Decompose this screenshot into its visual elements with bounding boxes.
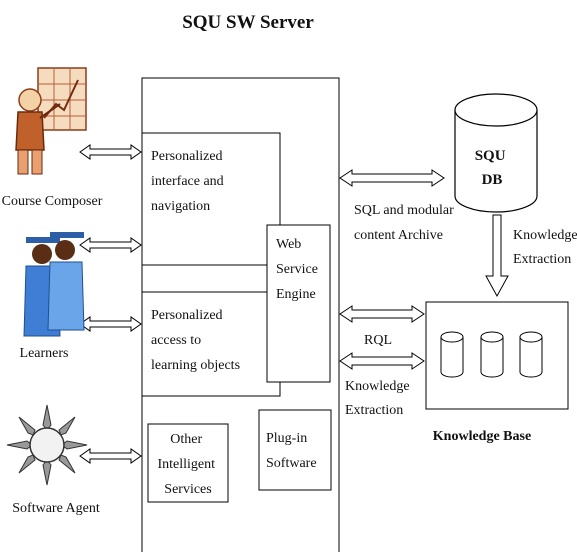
rql-label: RQL — [364, 333, 392, 348]
personalized-interface-line-1: Personalized — [151, 149, 223, 164]
other-services-line-1: Other — [170, 432, 202, 447]
knowledge-base-label: Knowledge Base — [433, 429, 531, 444]
learners-label: Learners — [20, 346, 69, 361]
web-service-line-1: Web — [276, 237, 301, 252]
svg-text:Web Service Engine: Web Service Engine — [276, 237, 321, 302]
arrow-course-composer — [79, 144, 142, 160]
course-composer-label: Course Composer — [2, 194, 103, 209]
svg-text:Other Intelligent: Other Intelligent Services — [157, 432, 218, 497]
arrow-software-agent — [79, 448, 142, 464]
personalized-access-line-3: learning objects — [151, 358, 240, 373]
other-services-line-3: Services — [164, 482, 211, 497]
personalized-interface-line-3: navigation — [151, 199, 210, 214]
kb-cylinder-icon — [519, 331, 543, 378]
plugin-line-2: Software — [266, 456, 317, 471]
plugin-software-box: Plug-in Software — [258, 409, 332, 491]
arrow-server-kb-bottom — [339, 352, 425, 370]
knowledge-base-box — [425, 301, 569, 410]
svg-text:SQU DB: SQU DB — [475, 148, 510, 188]
arrow-db-to-kb — [485, 214, 509, 298]
squ-db-cylinder: SQU DB — [454, 93, 538, 213]
personalized-interface-box: Personalized interface and navigation — [141, 132, 281, 266]
learners-icon — [23, 232, 85, 337]
other-services-line-2: Intelligent — [157, 457, 215, 472]
course-composer-icon — [15, 67, 87, 175]
personalized-interface-line-2: interface and — [151, 174, 224, 189]
svg-text:Plug-in Software: Plug-in Software — [266, 431, 317, 471]
arrow-server-kb-top — [339, 305, 425, 323]
diagram-title: SQU SW Server — [182, 12, 314, 33]
arrow-server-db — [339, 169, 445, 187]
web-service-engine-box: Web Service Engine — [266, 224, 331, 383]
kb-cylinder-icon — [440, 331, 464, 378]
software-agent-label: Software Agent — [12, 501, 100, 516]
kb-cylinder-icon — [480, 331, 504, 378]
db-name-line-2: DB — [482, 172, 503, 188]
svg-text:Personalized access to: Personalized access to learning objects — [151, 308, 240, 373]
arrow-learners-bottom — [79, 316, 142, 332]
personalized-access-box: Personalized access to learning objects — [141, 291, 281, 397]
software-agent-icon — [6, 404, 88, 486]
knowledge-extraction-left-label: Knowledge Extraction — [345, 379, 413, 418]
plugin-line-1: Plug-in — [266, 431, 307, 446]
other-services-box: Other Intelligent Services — [147, 423, 229, 503]
personalized-access-line-1: Personalized — [151, 308, 223, 323]
db-name-line-1: SQU — [475, 148, 506, 164]
arrow-learners-top — [79, 237, 142, 253]
web-service-line-3: Engine — [276, 287, 316, 302]
personalized-access-line-2: access to — [151, 333, 201, 348]
sql-archive-label: SQL and modular content Archive — [354, 203, 457, 243]
knowledge-extraction-right-label: Knowledge Extraction — [513, 228, 577, 267]
svg-text:Personalized interface a: Personalized interface and navigation — [151, 149, 227, 214]
web-service-line-2: Service — [276, 262, 318, 277]
